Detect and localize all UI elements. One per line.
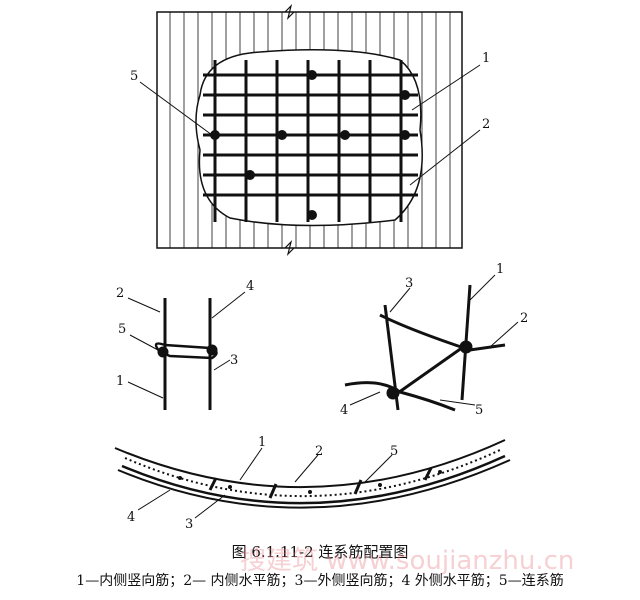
- label-1: 1: [116, 374, 124, 389]
- tie-bar: [400, 90, 410, 100]
- watermark: 搜建筑 www.soujianzhu.cn: [240, 546, 575, 576]
- label-2: 2: [482, 117, 490, 132]
- label-2: 2: [315, 444, 323, 459]
- label-3: 3: [405, 276, 413, 291]
- label-5: 5: [118, 322, 126, 337]
- label-5: 5: [475, 403, 483, 418]
- tie-bar: [307, 70, 317, 80]
- break-marks: [284, 4, 295, 256]
- label-3: 3: [185, 517, 193, 532]
- figure-caption: 图 6.1.11-2 连系筋配置图: [231, 543, 409, 561]
- figure-legend: 1—内侧竖向筋；2— 内侧水平筋；3—外侧竖向筋；4 外侧水平筋；5—连系筋: [76, 573, 564, 589]
- label-4: 4: [340, 403, 348, 418]
- label-4: 4: [127, 510, 135, 525]
- tie-bar: [400, 130, 410, 140]
- label-3: 3: [230, 353, 238, 368]
- curved-wall-detail: 3 1 2 4 5: [340, 262, 528, 418]
- label-2: 2: [116, 286, 124, 301]
- label-2: 2: [520, 311, 528, 326]
- rebar-diagram: 5 1 2 2 4 5 3 1 3 1 2 4 5 1 2 5 4 3: [114, 4, 528, 532]
- straight-wall-detail: 2 4 5 3 1: [116, 279, 254, 410]
- tie-bar: [340, 130, 350, 140]
- label-1: 1: [482, 51, 490, 66]
- tie-bar: [307, 210, 317, 220]
- arc-wall-plan: 1 2 5 4 3: [114, 435, 511, 532]
- label-1: 1: [258, 435, 266, 450]
- tie-bar: [277, 130, 287, 140]
- tie-bar: [245, 170, 255, 180]
- label-5: 5: [130, 69, 138, 84]
- wall-elevation: 5 1 2: [130, 4, 490, 256]
- label-1: 1: [496, 262, 504, 277]
- tie-bar: [210, 130, 220, 140]
- label-4: 4: [246, 279, 254, 294]
- label-5: 5: [390, 444, 398, 459]
